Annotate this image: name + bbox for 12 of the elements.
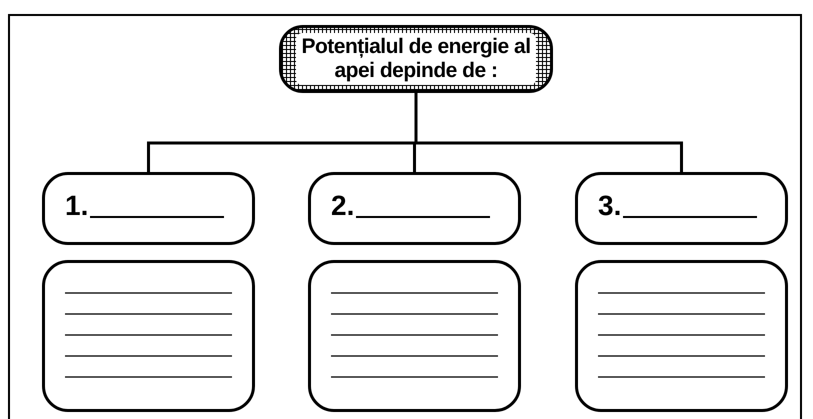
item-number: 1.: [65, 192, 88, 220]
heading-text: Potențialul de energie al apei depinde de :: [296, 33, 536, 85]
numbered-box: [308, 172, 521, 245]
answer-box: [308, 260, 521, 412]
answer-box: [42, 260, 255, 412]
item-number: 3.: [598, 192, 622, 220]
numbered-box: [42, 172, 255, 245]
title-box: [279, 25, 553, 93]
item-number: 2.: [331, 192, 354, 220]
numbered-box: [575, 172, 788, 245]
answer-box: [575, 260, 788, 412]
connector-line: [414, 93, 683, 172]
